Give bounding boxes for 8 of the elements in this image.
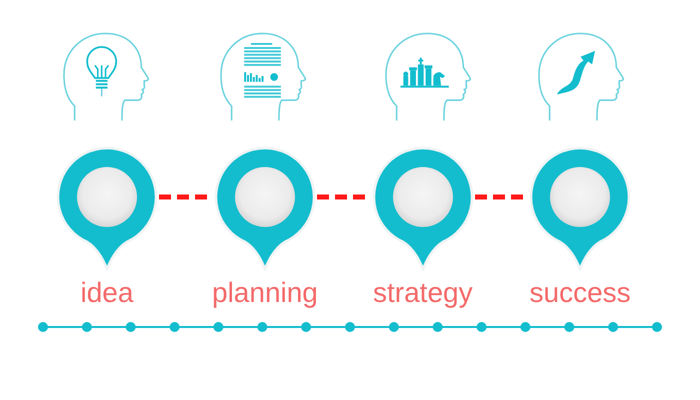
- map-pin: [213, 145, 317, 271]
- step-label: strategy: [373, 277, 473, 309]
- step-label: idea: [80, 277, 134, 309]
- step-label: success: [530, 277, 631, 309]
- map-pin: [528, 145, 632, 271]
- step-label: planning: [212, 277, 318, 309]
- map-pin: [371, 145, 475, 271]
- map-pin: [55, 145, 159, 271]
